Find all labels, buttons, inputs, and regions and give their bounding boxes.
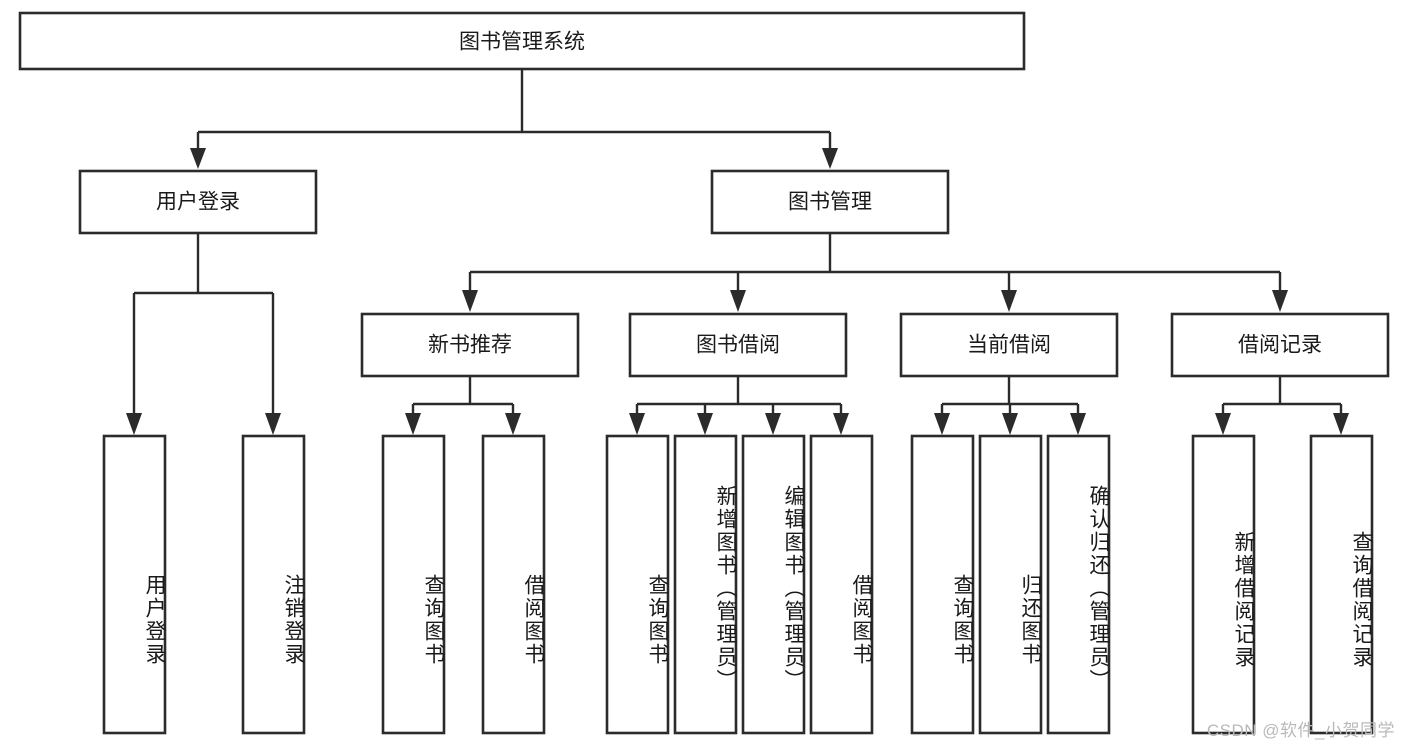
label-borrow-record: 借阅记录 — [1238, 334, 1322, 357]
arrow-bb-leaf-2 — [697, 413, 713, 435]
arrow-bb-leaf-1 — [629, 413, 645, 435]
connector-layer — [126, 69, 1349, 435]
arrow-nb-leaf-2 — [505, 413, 521, 435]
node-layer — [18, 11, 1390, 735]
node-current-borrow[interactable] — [899, 312, 1119, 378]
label-new-book-recommend: 新书推荐 — [428, 334, 512, 357]
arrow-cb-leaf-1 — [934, 413, 950, 435]
label-book-management: 图书管理 — [788, 191, 872, 214]
leaf-borrow-record-1[interactable] — [1309, 434, 1374, 735]
label-book-borrow: 图书借阅 — [696, 334, 780, 357]
arrow-current-borrow — [1001, 290, 1017, 312]
horizontal-label-layer: 图书管理系统 用户登录 图书管理 新书推荐 图书借阅 当前借阅 借阅记录 — [156, 31, 1322, 357]
leaf-book-borrow-3[interactable] — [809, 434, 874, 735]
leaf-book-borrow-1[interactable] — [673, 434, 738, 735]
leaf-book-borrow-0[interactable] — [605, 434, 670, 735]
label-current-borrow: 当前借阅 — [967, 334, 1051, 357]
watermark-text: CSDN @软件_小贺同学 — [1206, 721, 1395, 740]
arrow-bb-leaf-3 — [765, 413, 781, 435]
node-book-borrow[interactable] — [628, 312, 848, 378]
arrow-leaf-user-login — [126, 413, 142, 435]
label-root: 图书管理系统 — [459, 31, 585, 54]
arrow-br-leaf-2 — [1333, 413, 1349, 435]
leaf-borrow-record-0[interactable] — [1191, 434, 1256, 735]
arrow-br-leaf-1 — [1215, 413, 1231, 435]
leaf-new-book-1[interactable] — [481, 434, 546, 735]
arrow-bb-leaf-4 — [833, 413, 849, 435]
node-user-login[interactable] — [78, 169, 318, 235]
leaf-current-borrow-1[interactable] — [978, 434, 1043, 735]
node-borrow-record[interactable] — [1170, 312, 1390, 378]
node-new-book-recommend[interactable] — [360, 312, 580, 378]
leaf-book-borrow-2[interactable] — [741, 434, 806, 735]
arrow-book-mgmt — [822, 148, 838, 169]
arrow-nb-leaf-1 — [405, 413, 421, 435]
arrow-borrow-record — [1272, 290, 1288, 312]
arrow-cb-leaf-2 — [1002, 413, 1018, 435]
arrow-book-borrow — [730, 290, 746, 312]
leaf-user-login-1[interactable] — [241, 434, 306, 735]
leaf-user-login-0[interactable] — [102, 434, 167, 735]
label-user-login: 用户登录 — [156, 191, 240, 214]
leaf-current-borrow-2[interactable] — [1046, 434, 1111, 735]
arrow-new-book — [462, 290, 478, 312]
node-root[interactable] — [18, 11, 1026, 71]
arrow-leaf-logout — [265, 413, 281, 435]
arrow-user-login — [190, 148, 206, 169]
leaf-current-borrow-0[interactable] — [910, 434, 975, 735]
leaf-new-book-0[interactable] — [381, 434, 446, 735]
arrow-cb-leaf-3 — [1070, 413, 1086, 435]
node-book-management[interactable] — [710, 169, 950, 235]
